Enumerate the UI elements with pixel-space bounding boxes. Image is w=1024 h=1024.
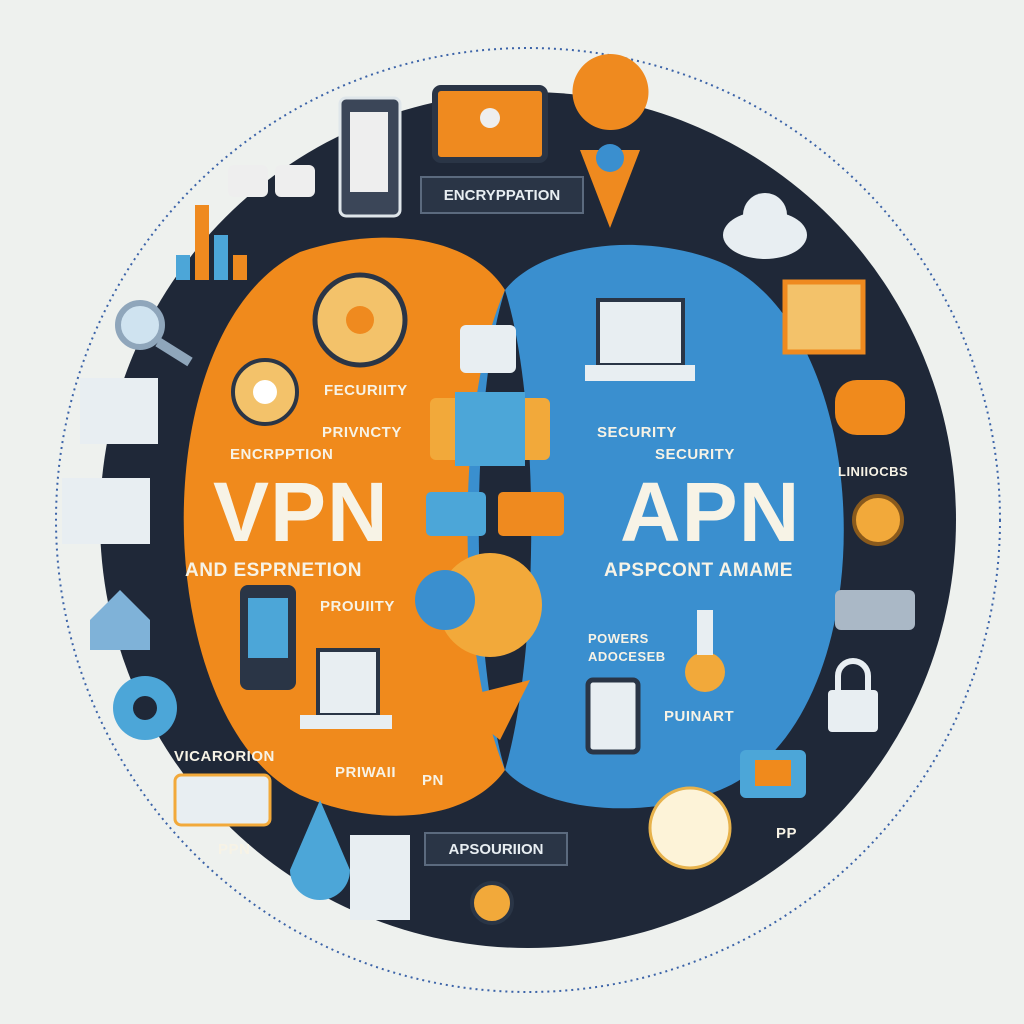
globe-icon xyxy=(415,553,542,657)
outer-label-bottom-right: PP xyxy=(776,825,798,842)
magnifier-icon xyxy=(115,300,193,367)
server-icon xyxy=(835,590,915,630)
padlock-icon xyxy=(460,325,516,373)
laptop-icon xyxy=(300,648,392,729)
outer-label-bottom-left: PPN xyxy=(218,841,251,858)
top-encryption-label: ENCRYPPATION xyxy=(420,176,584,214)
vpn-label: ENCRPPTION xyxy=(230,446,334,463)
key-icon xyxy=(426,492,564,536)
apn-title: APN xyxy=(620,465,801,559)
apn-label: PUINART xyxy=(664,708,735,725)
padlock-icon xyxy=(828,658,878,732)
monitor-lock-icon xyxy=(432,85,548,163)
apn-label: POWERS xyxy=(588,631,649,646)
vpn-label: PROUIITY xyxy=(320,598,395,615)
bar-chart-icon xyxy=(176,205,247,280)
vpn-label: PN xyxy=(422,772,444,789)
gear-icon xyxy=(113,676,177,740)
smartphone-icon xyxy=(240,585,296,690)
sun-gear-icon xyxy=(852,494,904,546)
bottom-box-label: APSOURIION xyxy=(424,832,568,866)
chat-bubbles-icon xyxy=(228,165,315,197)
key-icon xyxy=(685,610,725,692)
dotted-outer-ring xyxy=(55,47,1001,993)
server-icon xyxy=(430,392,550,466)
tablet-icon xyxy=(338,96,402,218)
vpn-label: FECURIITY xyxy=(324,382,408,399)
document-icon xyxy=(62,478,150,544)
apn-label: SECURITY xyxy=(655,446,735,463)
gear-icon xyxy=(231,358,299,426)
sun-gear-icon xyxy=(312,272,408,368)
apn-label: ADOCESEB xyxy=(588,649,666,664)
chat-bubbles-icon xyxy=(835,380,905,435)
vpn-label: PRIVNCTY xyxy=(322,424,402,441)
padlock-icon xyxy=(740,750,806,798)
globe-icon xyxy=(648,786,732,870)
cloud-icon xyxy=(723,193,807,259)
house-lock-icon xyxy=(90,590,150,650)
outer-label-left-bottom: VICARORION xyxy=(174,748,275,765)
vpn-title: VPN xyxy=(213,465,389,559)
wifi-icon xyxy=(450,680,530,740)
apn-lens xyxy=(467,244,844,809)
document-icon xyxy=(173,773,272,827)
document-icon xyxy=(80,378,158,444)
outer-label-right: LINIIOCBS xyxy=(838,464,909,479)
tablet-icon xyxy=(585,677,641,755)
apn-subtitle: APSPCONT AMAME xyxy=(604,560,793,581)
vpn-subtitle: AND ESPRNETION xyxy=(185,560,362,581)
sun-gear-icon xyxy=(470,881,514,925)
apn-label: SECURITY xyxy=(597,424,677,441)
location-pin-icon xyxy=(572,54,649,228)
document-icon xyxy=(782,279,866,355)
vpn-label: PRIWAII xyxy=(335,764,397,781)
document-icon xyxy=(350,835,410,920)
laptop-icon xyxy=(585,298,695,381)
key-icon xyxy=(290,800,350,900)
